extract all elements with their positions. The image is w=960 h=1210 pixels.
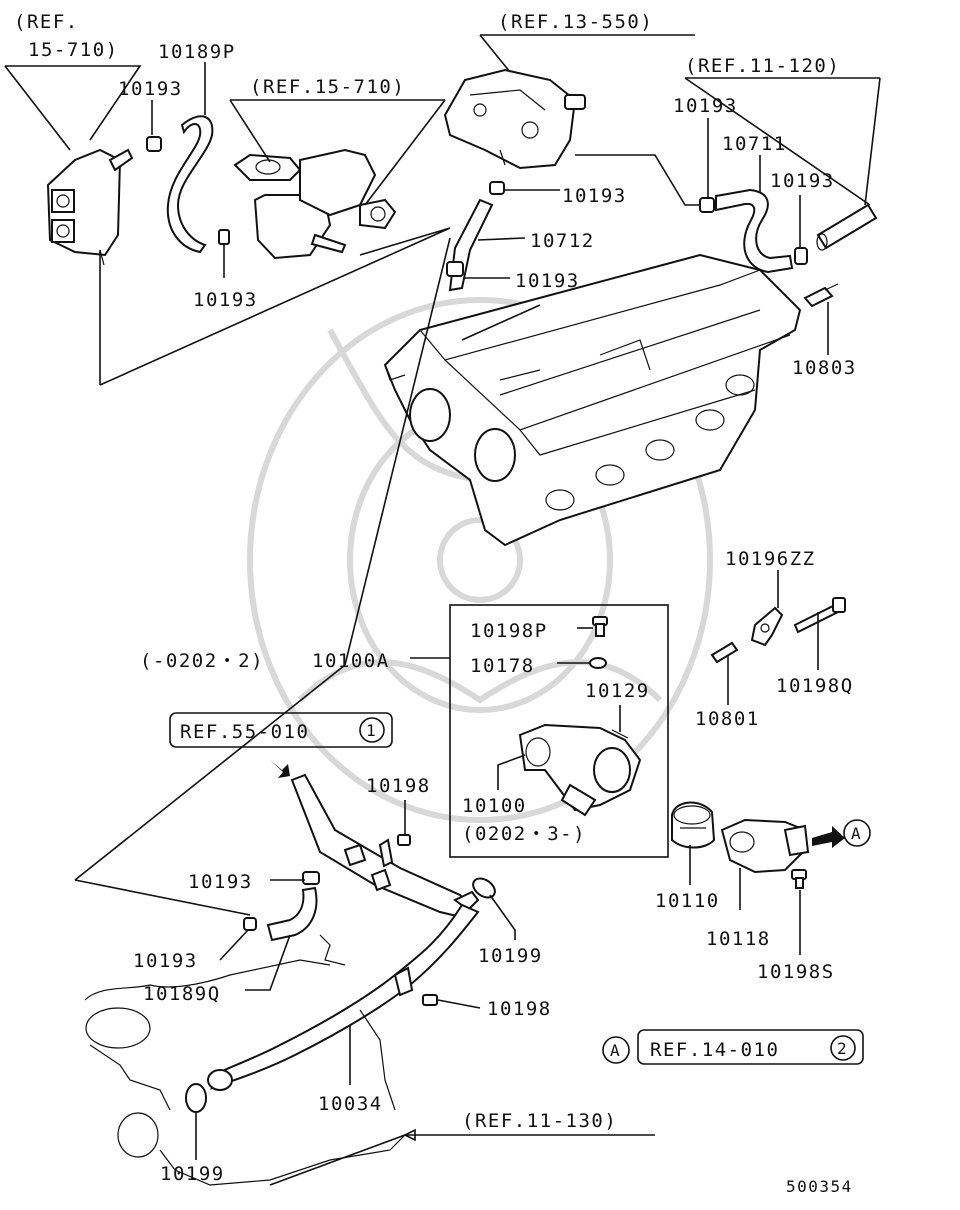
bracket-10196ZZ	[750, 606, 784, 647]
sensor-10803	[803, 283, 839, 308]
marker-a-circle-2	[602, 1036, 630, 1064]
clamp-10193-d	[446, 261, 464, 277]
label-ref-11-130: (REF.11-130)	[462, 1110, 617, 1132]
gasket-10178	[589, 657, 607, 669]
throttle-body-part	[46, 148, 134, 266]
ref-circle-1	[359, 717, 385, 743]
label-ref-15-710-left-a: (REF.	[14, 11, 79, 33]
clamp-10193-h	[243, 917, 257, 931]
label-10100A-note: (-0202・2)	[140, 650, 264, 672]
label-10198Q: 10198Q	[776, 675, 854, 697]
label-marker-a-2: A	[610, 1041, 621, 1060]
label-10712: 10712	[530, 230, 595, 252]
label-ref-55-010-num: 1	[366, 721, 377, 740]
egr-valve-part	[233, 148, 397, 260]
label-10178: 10178	[470, 655, 535, 677]
bolt-10198P	[592, 616, 608, 637]
bolt-10198-b	[422, 994, 438, 1006]
label-ref-15-710-left-b: 15-710)	[28, 39, 119, 61]
label-10193-d: 10193	[515, 270, 580, 292]
sensor-10801	[710, 641, 739, 664]
label-10189Q: 10189Q	[143, 983, 221, 1005]
hose-10189Q	[266, 886, 318, 942]
label-10100: 10100	[462, 795, 527, 817]
label-10198-a: 10198	[366, 775, 431, 797]
label-10118: 10118	[706, 928, 771, 950]
label-10034: 10034	[318, 1093, 383, 1115]
clamp-10193-a	[146, 136, 162, 152]
clamp-10193-e	[699, 197, 715, 213]
bolt-10198S	[791, 869, 807, 889]
label-10801: 10801	[695, 708, 760, 730]
label-10193-g: 10193	[188, 871, 253, 893]
label-10199-b: 10199	[160, 1163, 225, 1185]
arrow-ref-55-010-icon	[270, 760, 290, 778]
marker-a-circle-1	[843, 819, 871, 847]
housing-detail-box	[449, 604, 669, 858]
hose-10711	[715, 188, 794, 274]
label-ref-55-010: REF.55-010	[180, 721, 309, 743]
thermostat-housing-10100	[518, 723, 642, 817]
ref-box-14-010	[637, 1029, 864, 1065]
o-ring-10199-a	[472, 877, 496, 899]
leader-lines	[4, 34, 881, 1186]
label-10193-f: 10193	[770, 170, 835, 192]
clamp-10193-f	[794, 247, 808, 265]
label-10189P: 10189P	[158, 41, 236, 63]
label-marker-a-1: A	[851, 824, 862, 843]
bolt-10198Q	[793, 597, 846, 634]
label-10199-a: 10199	[478, 945, 543, 967]
label-ref-11-120: (REF.11-120)	[685, 55, 840, 77]
clamp-10193-b	[218, 229, 230, 245]
o-ring-10199-b	[185, 1083, 207, 1113]
label-10803: 10803	[792, 357, 857, 379]
cylinder-head-part	[383, 253, 802, 547]
clamp-10193-c	[489, 181, 505, 195]
label-id-code: 500354	[786, 1177, 853, 1196]
arrow-to-a-icon	[812, 826, 845, 848]
clamp-10193-g	[302, 871, 320, 885]
label-10198P: 10198P	[470, 620, 548, 642]
ref-box-55-010	[169, 712, 393, 748]
hose-10189P	[166, 115, 214, 254]
water-outlet-10118	[720, 818, 810, 874]
label-10193-b: 10193	[193, 289, 258, 311]
label-10196ZZ: 10196ZZ	[725, 548, 816, 570]
label-10193-a: 10193	[118, 78, 183, 100]
label-10198S: 10198S	[757, 961, 835, 983]
label-ref-15-710-mid: (REF.15-710)	[250, 76, 405, 98]
label-10193-e: 10193	[673, 95, 738, 117]
label-10193-c: 10193	[562, 185, 627, 207]
bolt-10198-a	[397, 834, 411, 846]
thermostat-10110	[671, 801, 716, 849]
label-ref-14-010: REF.14-010	[650, 1039, 779, 1061]
water-pipe-10034	[207, 773, 480, 1091]
label-10198-b: 10198	[487, 998, 552, 1020]
label-10110: 10110	[655, 890, 720, 912]
label-10100A: 10100A	[312, 650, 390, 672]
pipe-ref-11-120	[816, 203, 878, 251]
ref-circle-2	[830, 1035, 856, 1061]
turbo-component-part	[443, 68, 586, 170]
engine-block-outline	[84, 934, 406, 1186]
label-10193-h: 10193	[133, 950, 198, 972]
label-10129: 10129	[585, 680, 650, 702]
label-10100-note: (0202・3-)	[462, 823, 586, 845]
label-10711: 10711	[722, 133, 787, 155]
label-ref-13-550: (REF.13-550)	[498, 11, 653, 33]
label-ref-14-010-num: 2	[837, 1039, 848, 1058]
